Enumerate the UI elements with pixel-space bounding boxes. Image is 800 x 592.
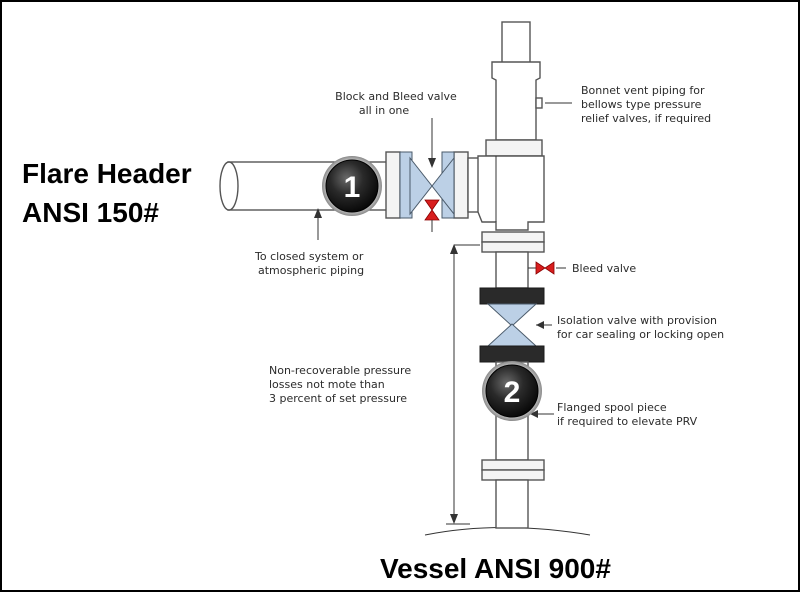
spool-label-2: if required to elevate PRV [557, 415, 698, 428]
pressure-loss-dimension [446, 244, 480, 525]
badge-1: 1 [322, 156, 382, 216]
bonnet-label-3: relief valves, if required [581, 112, 711, 125]
right-flange [453, 151, 469, 219]
bleed-valve [528, 261, 555, 275]
bonnet-label-2: bellows type pressure [581, 98, 702, 111]
block-bleed-valve-assembly [385, 151, 469, 232]
left-flange [385, 151, 401, 219]
vessel-rating-title: Vessel ANSI 900# [380, 553, 611, 584]
bonnet-label-1: Bonnet vent piping for [581, 84, 705, 97]
nonrecoverable-label-2: losses not mote than [269, 378, 385, 391]
flare-header-title: Flare Header [22, 158, 192, 189]
nonrecoverable-label-1: Non-recoverable pressure [269, 364, 411, 377]
flare-header-rating: ANSI 150# [22, 197, 159, 228]
prv-inlet-flanges [481, 231, 545, 253]
closed-system-label-1: To closed system or [254, 250, 364, 263]
block-valve-left-cone [409, 156, 433, 216]
isolation-label-1: Isolation valve with provision [557, 314, 717, 327]
badge-1-number: 1 [344, 171, 361, 204]
lower-flanges [481, 459, 545, 481]
block-bleed-label-1: Block and Bleed valve [335, 90, 457, 103]
bonnet-vent-port [535, 97, 543, 109]
isolation-label-2: for car sealing or locking open [557, 328, 724, 341]
bleed-valve-label: Bleed valve [572, 262, 636, 275]
nonrecoverable-label-3: 3 percent of set pressure [269, 392, 407, 405]
closed-system-label-2: atmospheric piping [258, 264, 364, 277]
spool-label-1: Flanged spool piece [557, 401, 667, 414]
pressure-relief-valve-body [477, 21, 545, 231]
block-valve-right-cone [431, 156, 455, 216]
upper-inlet-spool [495, 251, 529, 289]
vessel-nozzle [495, 479, 529, 529]
bleed-valve-icon-top [424, 199, 440, 211]
isolation-valve [479, 287, 545, 363]
badge-2: 2 [482, 361, 542, 421]
leader-lines [314, 102, 572, 418]
block-bleed-label-2: all in one [359, 104, 410, 117]
badge-2-number: 2 [504, 376, 521, 409]
